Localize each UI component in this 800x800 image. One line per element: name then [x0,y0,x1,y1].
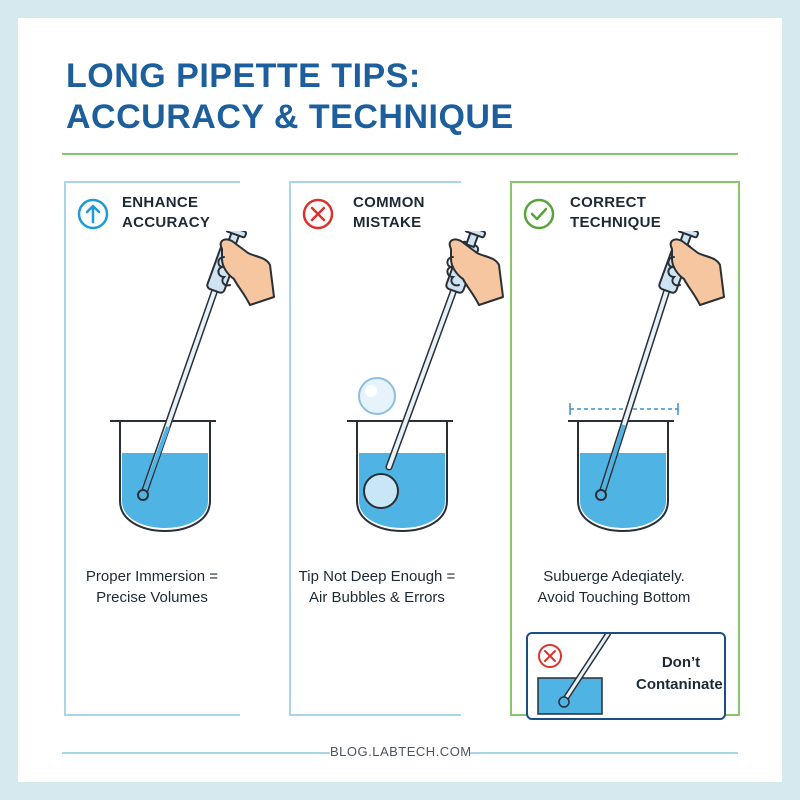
caption-line: Avoid Touching Bottom [537,589,691,606]
panel-title-line: CORRECT [570,194,647,211]
panel-border [738,181,740,716]
liquid [580,453,666,528]
panel-border [510,181,740,183]
panel-title-line: TECHNIQUE [570,214,662,231]
panel-title: COMMON MISTAKE [353,193,483,233]
title-line-1: LONG PIPETTE TIPS: [66,57,421,95]
pipette-illustration [347,231,504,532]
panel-border [289,181,291,716]
panel-correct-technique: CORRECT TECHNIQUE Subuerge Adeqiately. A… [510,181,740,720]
panel-title: CORRECT TECHNIQUE [570,193,700,233]
footer-divider [62,752,330,754]
panel-enhance-accuracy: ENHANCE ACCURACY Proper Immersion = Prec… [64,181,275,716]
panel-border [289,181,461,183]
contamination-warning-text: Don’t Contaninate! [636,652,726,696]
pipette-illustration [110,231,275,532]
panel-border [510,181,512,716]
liquid [122,453,208,528]
panel-border [64,714,240,716]
air-bubble [363,473,399,509]
x-circle-icon [302,198,334,230]
panel-border [64,181,240,183]
x-circle-icon [538,644,562,668]
check-circle-icon [523,198,555,230]
title-line-2: ACCURACY & TECHNIQUE [66,98,514,136]
caption-line: Proper Immersion = [85,568,219,585]
caption-line: Air Bubbles & Errors [309,589,445,606]
pipette-illustration [568,231,725,532]
caption-line: Precise Volumes [96,589,208,606]
panel-border [64,181,66,716]
warning-line: Contaninate! [636,676,726,693]
panel-common-mistake: COMMON MISTAKE Tip Not Deep Enough = Air… [289,181,504,716]
panel-border [289,714,461,716]
page-title: LONG PIPETTE TIPS: ACCURACY & TECHNIQUE [66,56,514,138]
panel-caption: Tip Not Deep Enough = Air Bubbles & Erro… [277,566,477,608]
panel-title-line: COMMON [353,194,425,211]
title-divider [62,153,738,155]
liquid [359,453,445,528]
caption-line: Tip Not Deep Enough = [298,568,456,585]
panel-caption: Subuerge Adeqiately. Avoid Touching Bott… [514,566,714,608]
panel-title-line: MISTAKE [353,214,422,231]
contamination-illustration [537,634,611,715]
warning-line: Don’t [661,654,701,671]
arrow-up-circle-icon [77,198,109,230]
panel-caption: Proper Immersion = Precise Volumes [52,566,252,608]
panel-title: ENHANCE ACCURACY [122,193,252,233]
caption-line: Subuerge Adeqiately. [543,568,685,585]
footer-site: BLOG.LABTECH.COM [330,744,472,759]
contamination-warning-box: Don’t Contaninate! [526,632,726,720]
panel-title-line: ACCURACY [122,214,211,231]
air-bubble [358,377,396,415]
panel-title-line: ENHANCE [122,194,199,211]
footer-divider [470,752,738,754]
